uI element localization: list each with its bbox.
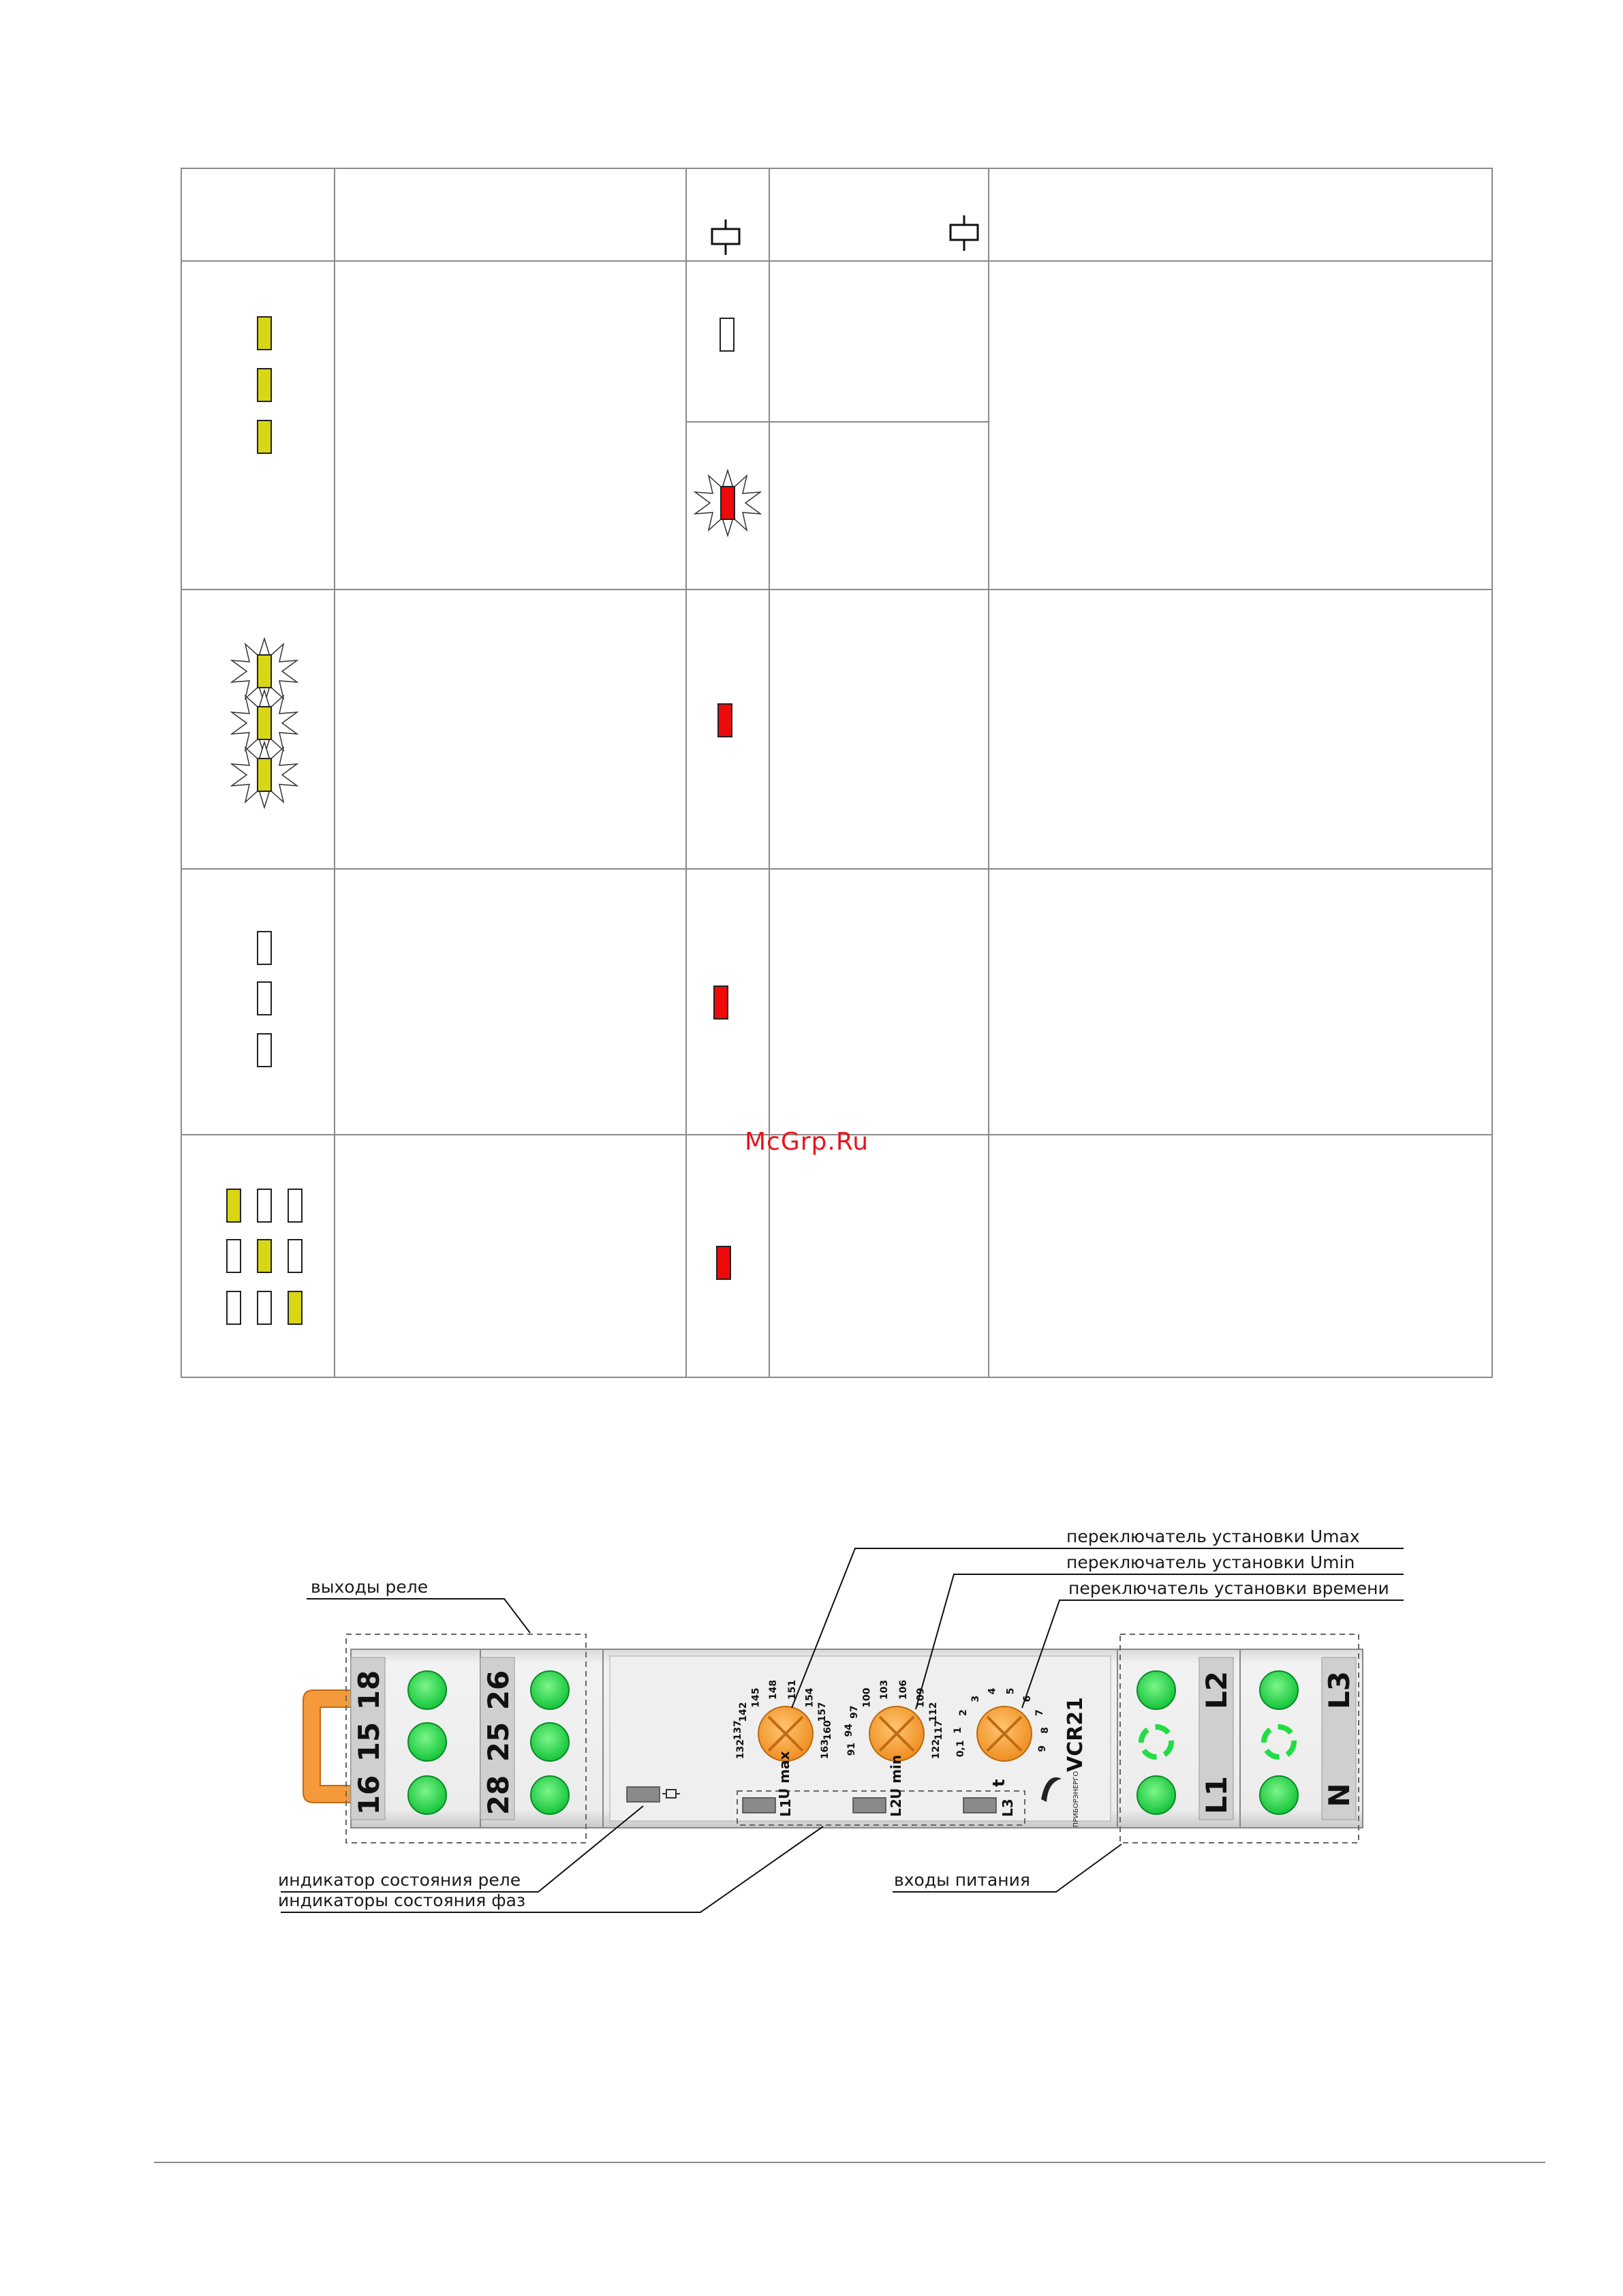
table-row-divider (181, 868, 1493, 870)
table-col-divider (334, 168, 335, 1378)
relay-led-red (720, 486, 735, 520)
relay-led-red (716, 1246, 731, 1280)
phase-led-off (257, 1291, 272, 1325)
knob-scale-label: 151 (787, 1680, 798, 1700)
table-row-divider (685, 421, 988, 423)
callout-relay-outputs: выходы реле (311, 1577, 429, 1597)
knob-label: t (989, 1779, 1008, 1787)
callout-umin-switch: переключатель установки Umin (1066, 1552, 1355, 1572)
callout-phase-indicators: индикаторы состояния фаз (278, 1891, 526, 1910)
knob-scale-label: 5 (1006, 1688, 1017, 1695)
relay-led-red (713, 985, 728, 1020)
relay-led-red (717, 703, 732, 737)
device-brand: ПРИБОРЭНЕРГО (1072, 1771, 1080, 1828)
table-row-divider (181, 1134, 1493, 1135)
phase-led-on (257, 368, 272, 402)
phase-led-off (226, 1239, 241, 1273)
phase-indicator-label: L1 (777, 1798, 794, 1817)
brand-logo-icon (1041, 1777, 1062, 1802)
knob-scale-label: 94 (844, 1724, 854, 1737)
phase-led-on (257, 316, 272, 350)
knob-scale-label: 132 (735, 1739, 746, 1759)
knob-scale-label: 160 (822, 1720, 833, 1740)
terminal-number: 25 (482, 1722, 515, 1762)
phase-led-off (257, 1189, 272, 1223)
phase-led-off (257, 931, 272, 965)
terminal-number: L2 (1200, 1671, 1233, 1709)
knob-scale-label: 97 (849, 1705, 860, 1718)
knob-scale-label: 112 (928, 1702, 939, 1721)
device-model: VCR21 (1064, 1697, 1087, 1772)
phase-led-off (226, 1291, 241, 1325)
knob-umin[interactable] (869, 1706, 925, 1762)
table-col-divider (988, 168, 989, 1378)
phase-led-on (288, 1291, 303, 1325)
phase-led-on (257, 1239, 272, 1273)
phase-indicator-label: L3 (1000, 1798, 1016, 1817)
knob-label: U min (888, 1755, 904, 1799)
knob-scale-label: 3 (970, 1696, 981, 1702)
terminal-screw-icon (1137, 1670, 1299, 1815)
table-col-divider (685, 168, 687, 1378)
knob-scale-label: 6 (1022, 1696, 1033, 1702)
terminal-number: N (1323, 1783, 1356, 1807)
terminal-number: L1 (1200, 1776, 1233, 1814)
knob-scale-label: 117 (933, 1720, 944, 1740)
terminal-number: 15 (352, 1722, 386, 1762)
callout-time-switch: переключатель установки времени (1068, 1578, 1389, 1598)
terminal-number: 16 (352, 1775, 386, 1815)
watermark: McGrp.Ru (745, 1128, 869, 1156)
footer-divider (154, 2162, 1545, 2163)
terminal-screw-icon (407, 1670, 570, 1815)
terminal-number: 28 (482, 1775, 515, 1815)
knob-scale-label: 4 (987, 1687, 998, 1694)
table-col-divider (769, 168, 770, 1378)
knob-scale-label: 157 (817, 1702, 828, 1721)
knob-scale-label: 163 (820, 1739, 831, 1759)
knob-label: U max (776, 1751, 792, 1799)
callout-power-inputs: входы питания (894, 1870, 1030, 1890)
knob-scale-label: 106 (898, 1680, 909, 1700)
knob-scale-label: 7 (1034, 1709, 1045, 1716)
callout-relay-indicator: индикатор состояния реле (278, 1870, 521, 1890)
terminal-number: 26 (482, 1670, 515, 1710)
knob-scale-label: 154 (804, 1687, 815, 1707)
knob-scale-label: 137 (732, 1720, 743, 1740)
device-diagram: 18 15 16 26 25 28 L2 L1 L3 N 13213714214… (281, 1548, 1404, 1913)
phase-led-off (288, 1239, 303, 1273)
status-table (181, 168, 1493, 1378)
phase-led-off (257, 1033, 272, 1067)
knob-scale-label: 2 (958, 1709, 969, 1716)
table-row-divider (181, 589, 1493, 590)
relay-symbol-icon (662, 1789, 680, 1798)
relay-coil-icon (711, 219, 741, 255)
phase-led-on (257, 758, 272, 792)
knob-scale-label: 145 (751, 1687, 762, 1707)
knob-scale-label: 1 (953, 1727, 963, 1734)
relay-coil-icon (949, 215, 979, 251)
terminal-number: 18 (352, 1670, 386, 1710)
phase-led-on (257, 420, 272, 454)
knob-scale-label: 122 (931, 1739, 942, 1759)
phase-led-on (257, 706, 272, 740)
table-row-divider (181, 260, 1493, 262)
callout-umax-switch: переключатель установки Umax (1066, 1527, 1360, 1546)
phase-led-on (226, 1189, 241, 1223)
knob-scale-label: 9 (1037, 1745, 1048, 1752)
knob-scale-label: 148 (768, 1680, 779, 1700)
knob-umax[interactable] (758, 1706, 814, 1762)
knob-scale-label: 8 (1040, 1727, 1051, 1734)
phase-led-off (257, 981, 272, 1015)
knob-scale-label: 100 (862, 1687, 873, 1707)
knob-scale-label: 103 (879, 1680, 890, 1700)
phase-led-on (257, 654, 272, 688)
phase-indicator-label: L2 (888, 1798, 904, 1817)
knob-time[interactable] (976, 1706, 1032, 1762)
knob-scale-label: 0,1 (955, 1740, 966, 1757)
terminal-number: L3 (1323, 1671, 1356, 1709)
phase-led-off (288, 1189, 303, 1223)
knob-scale-label: 142 (738, 1702, 749, 1721)
relay-led-off (720, 318, 735, 352)
knob-scale-label: 91 (846, 1743, 857, 1756)
